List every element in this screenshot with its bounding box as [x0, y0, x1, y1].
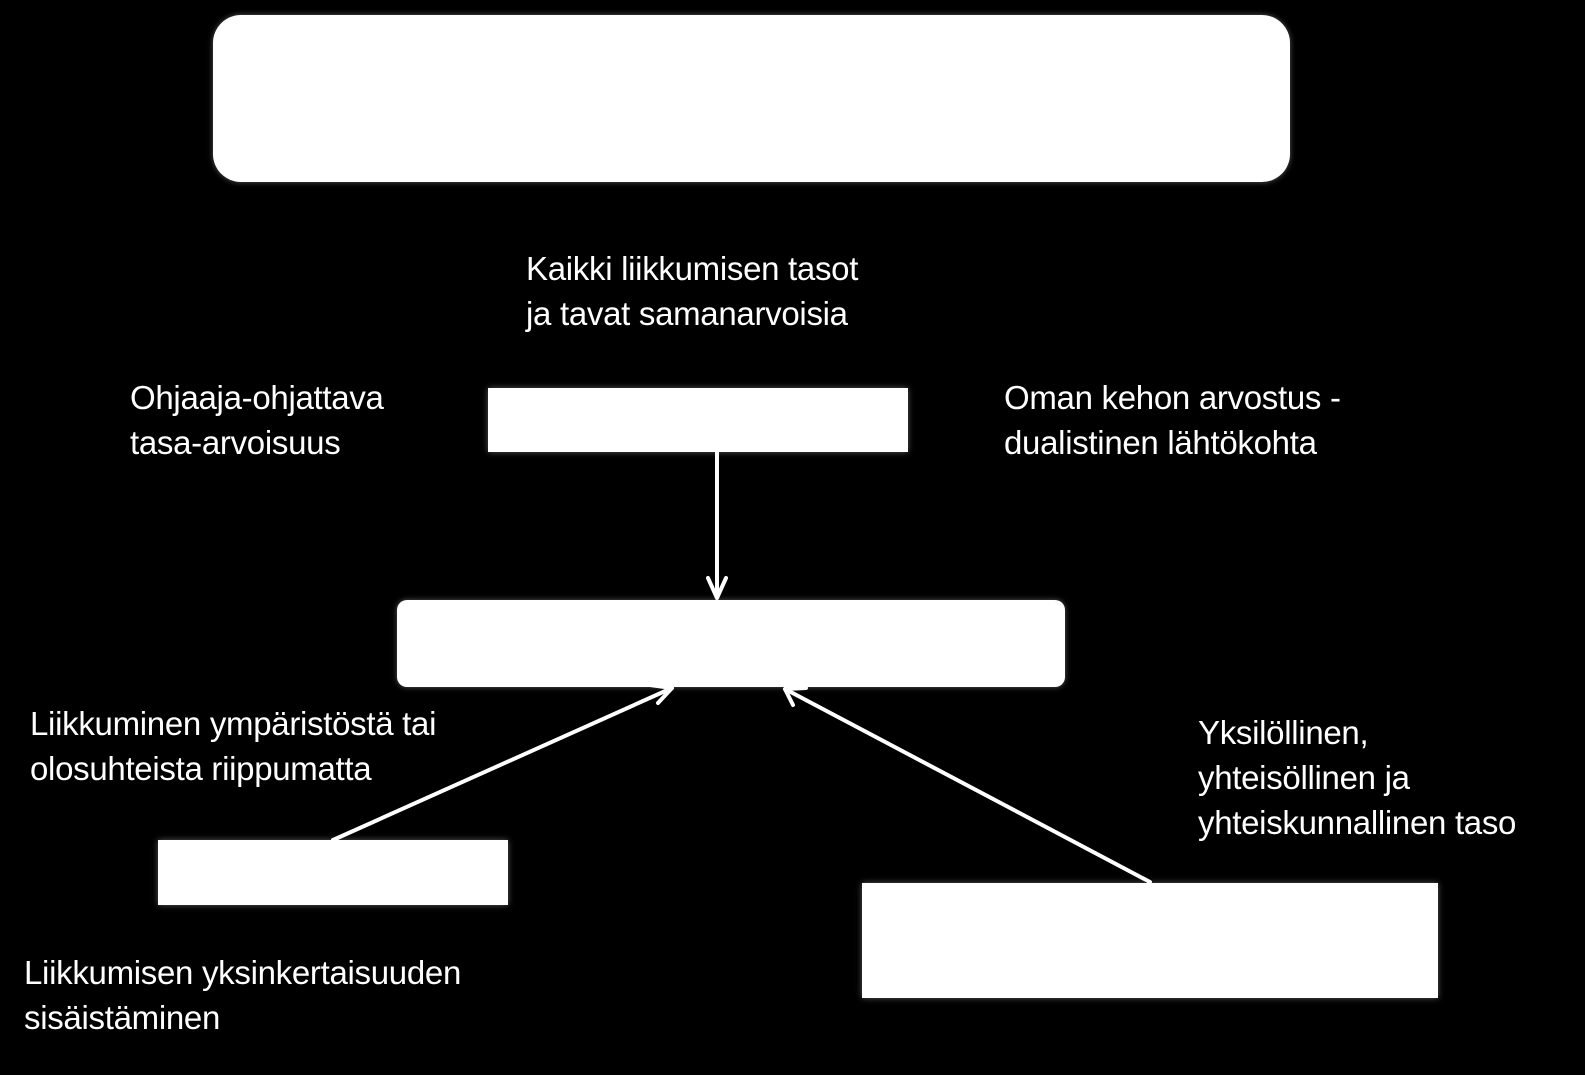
label-movement-simplicity: Liikkumisen yksinkertaisuuden sisäistämi…	[24, 950, 461, 1040]
center-box	[397, 600, 1065, 687]
label-line: Liikkuminen ympäristöstä tai	[30, 705, 437, 742]
label-movement-independence: Liikkuminen ympäristöstä tai olosuhteist…	[30, 701, 436, 791]
arrow-lower-right-to-center	[783, 687, 1152, 884]
arrowhead-upper-to-center	[706, 576, 728, 600]
label-line: olosuhteista riippumatta	[30, 750, 372, 787]
label-line: tasa-arvoisuus	[130, 424, 341, 461]
label-individual-community-levels: Yksilöllinen, yhteisöllinen ja yhteiskun…	[1198, 710, 1516, 845]
arrowhead-lower-left-to-center	[648, 683, 674, 705]
label-line: sisäistäminen	[24, 999, 221, 1036]
label-equal-movement-levels: Kaikki liikkumisen tasot ja tavat samana…	[526, 246, 858, 336]
label-line: Oman kehon arvostus -	[1004, 379, 1341, 416]
label-line: Liikkumisen yksinkertaisuuden	[24, 954, 462, 991]
label-line: Kaikki liikkumisen tasot	[526, 250, 859, 287]
label-line: yhteiskunnallinen taso	[1198, 804, 1517, 841]
lower-left-box	[158, 840, 508, 905]
label-instructor-equality: Ohjaaja-ohjattava tasa-arvoisuus	[130, 375, 384, 465]
top-title-box	[213, 15, 1290, 182]
arrow-lower-left-to-center	[331, 686, 674, 842]
label-line: Yksilöllinen,	[1198, 714, 1369, 751]
arrowhead-lower-right-to-center	[783, 686, 808, 707]
lower-right-box	[862, 883, 1438, 998]
upper-middle-box	[488, 388, 908, 452]
label-line: dualistinen lähtökohta	[1004, 424, 1317, 461]
label-body-appreciation: Oman kehon arvostus - dualistinen lähtök…	[1004, 375, 1341, 465]
label-line: ja tavat samanarvoisia	[526, 295, 848, 332]
label-line: yhteisöllinen ja	[1198, 759, 1410, 796]
label-line: Ohjaaja-ohjattava	[130, 379, 384, 416]
